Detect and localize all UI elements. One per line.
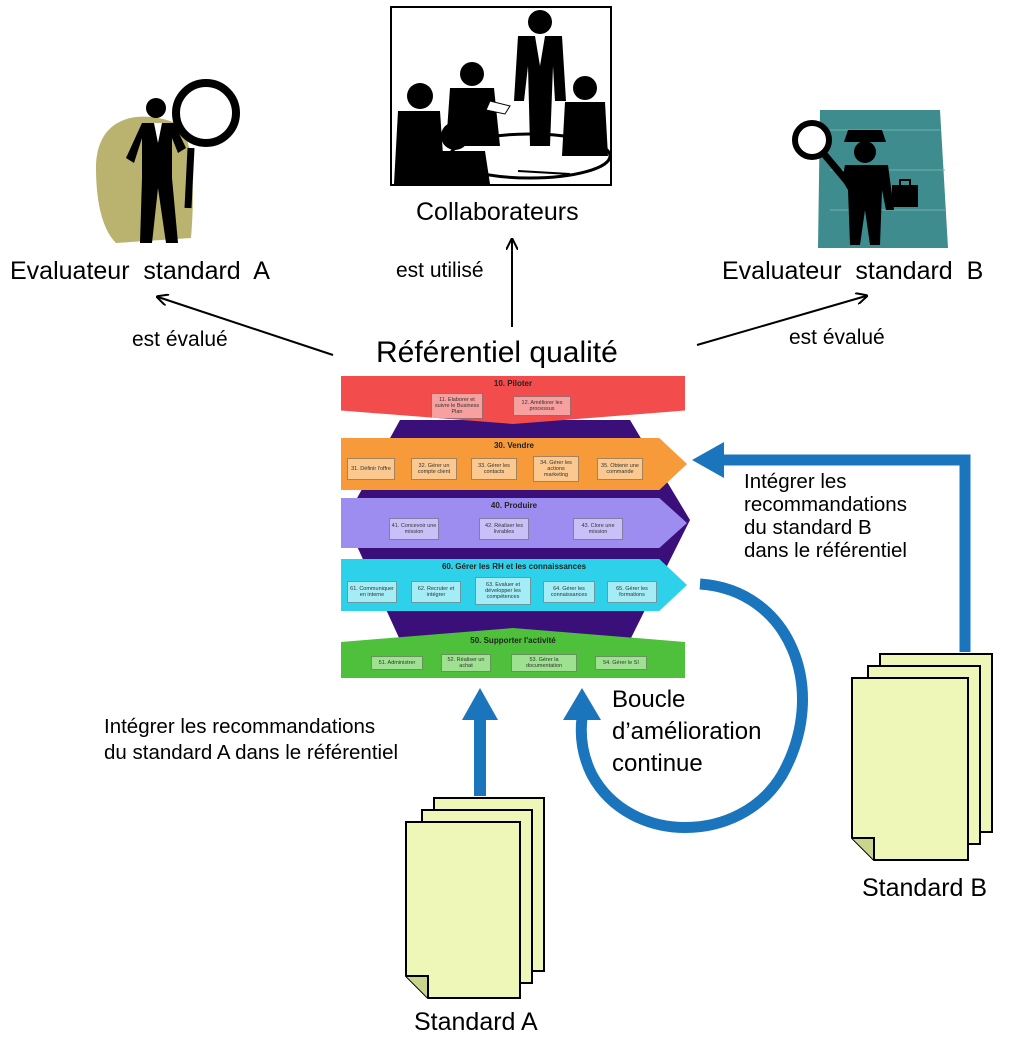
band-produire-title: 40. Produire <box>490 501 538 510</box>
collaborateurs-image <box>390 6 612 186</box>
evaluateur-a-image <box>96 68 246 248</box>
document-stack-icon <box>405 797 545 999</box>
band-supporter-title: 50. Supporter l'activité <box>470 636 556 645</box>
process-box: 63. Evaluer et développer les compétence… <box>475 577 531 605</box>
detective-briefcase-icon <box>792 110 948 248</box>
process-box: 62. Recruter et intégrer <box>411 581 461 603</box>
integrer-a-line: Intégrer les recommandations <box>104 715 376 738</box>
arrow-to-evaluateur-b <box>696 296 866 346</box>
process-box: 11. Elaborer et suivre le Business Plan <box>431 393 483 419</box>
document-stack-icon <box>851 653 993 861</box>
standard-a-label: Standard A <box>414 1008 538 1036</box>
process-box: 54. Gérer le SI <box>595 656 647 670</box>
est-evalue-right-label: est évalué <box>789 326 885 349</box>
integrer-b-line: recommandations <box>744 493 907 516</box>
evaluateur-b-label: Evaluateur standard B <box>722 257 984 285</box>
process-box: 31. Définir l'offre <box>347 458 395 480</box>
boucle-line: d’amélioration <box>612 718 762 745</box>
process-box: 53. Gérer la documentation <box>511 654 577 672</box>
boucle-line: continue <box>612 750 703 777</box>
band-rh-title: 60. Gérer les RH et les connaissances <box>441 562 587 571</box>
integrer-b-line: Intégrer les <box>744 470 847 493</box>
integrer-b-line: du standard B <box>744 516 872 539</box>
process-box: 32. Gérer un compte client <box>411 458 457 480</box>
process-box: 64. Gérer les connaissances <box>543 581 595 603</box>
process-box: 33. Gérer les contacts <box>471 458 517 480</box>
boucle-line: Boucle <box>612 686 686 713</box>
arrow-standard-b-to-referentiel <box>692 442 971 652</box>
standard-b-documents <box>850 652 1000 864</box>
process-box: 51. Administrer <box>371 656 423 670</box>
integrer-a-text: Intégrer les recommandations du standard… <box>104 714 398 766</box>
collaborateurs-label: Collaborateurs <box>416 198 579 226</box>
band-produire: 40. Produire 41. Concevoir une mission 4… <box>341 498 687 548</box>
process-box: 41. Concevoir une mission <box>389 518 439 540</box>
arrow-standard-a-to-referentiel <box>462 688 498 796</box>
standard-a-documents <box>404 796 554 1001</box>
process-box: 52. Réaliser un achat <box>441 654 491 672</box>
standard-b-label: Standard B <box>862 874 988 902</box>
band-rh: 60. Gérer les RH et les connaissances 61… <box>341 559 687 611</box>
integrer-b-text: Intégrer les recommandations du standard… <box>744 470 907 562</box>
process-box: 34. Gérer les actions marketing <box>533 456 579 482</box>
magnifying-glass-man-icon <box>96 79 240 243</box>
evaluateur-a-label: Evaluateur standard A <box>10 257 270 285</box>
band-vendre: 30. Vendre 31. Définir l'offre 32. Gérer… <box>341 438 687 490</box>
process-box: 65. Gérer les formations <box>607 581 657 603</box>
arrow-to-evaluateur-a <box>158 297 334 356</box>
process-box: 43. Clore une mission <box>573 518 623 540</box>
est-utilise-label: est utilisé <box>396 259 484 282</box>
referentiel-title: Référentiel qualité <box>376 336 618 369</box>
band-piloter-title: 10. Piloter <box>493 379 533 388</box>
arrow-continuous-improvement-loop <box>563 578 808 833</box>
process-box: 12. Améliorer les processus <box>513 396 571 416</box>
integrer-a-line: du standard A dans le référentiel <box>104 741 399 764</box>
boucle-text: Boucle d’amélioration continue <box>612 684 761 780</box>
est-evalue-left-label: est évalué <box>132 328 228 351</box>
evaluateur-b-image <box>790 110 950 250</box>
process-box: 61. Communiquer en interne <box>347 581 397 603</box>
band-vendre-title: 30. Vendre <box>493 441 535 450</box>
meeting-people-icon <box>390 6 612 186</box>
integrer-b-line: dans le référentiel <box>744 539 907 562</box>
process-box: 42. Réaliser les livrables <box>479 518 529 540</box>
process-box: 35. Obtenir une commande <box>597 458 643 480</box>
